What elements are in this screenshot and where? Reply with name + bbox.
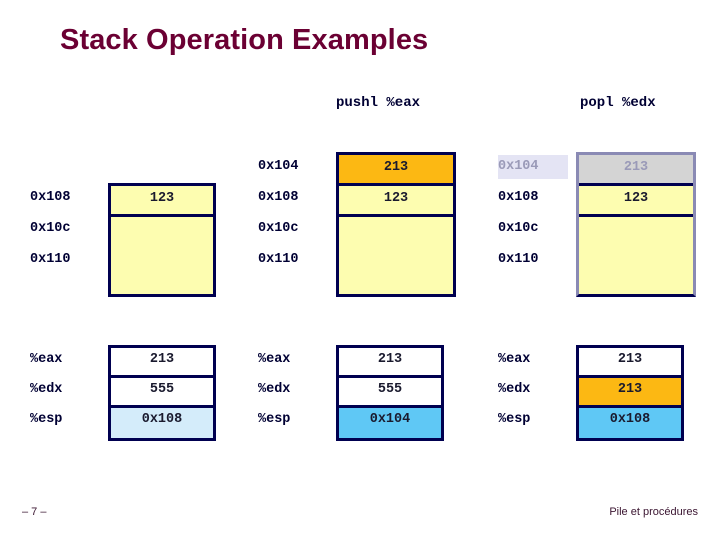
register-value-eax: 213 (111, 348, 213, 378)
address-label-0x104: 0x104 (498, 155, 568, 179)
register-box-after-push: 213 555 0x104 (336, 345, 444, 441)
stack-cell-empty-initial (111, 217, 213, 294)
stack-cell-0x104: 213 (339, 155, 453, 186)
register-value-edx: 555 (111, 378, 213, 408)
address-label-0x110: 0x110 (498, 252, 539, 267)
register-name-eax: %eax (258, 352, 291, 367)
register-value-edx: 555 (339, 378, 441, 408)
address-label-0x108: 0x108 (498, 190, 539, 205)
register-box-after-pop: 213 213 0x108 (576, 345, 684, 441)
stack-cell-0x104-popped: 213 (579, 155, 693, 186)
footer-section-title: Pile et procédures (609, 506, 698, 518)
register-box-initial: 213 555 0x108 (108, 345, 216, 441)
stack-diagram-after-push: 0x104 0x108 0x10c 0x110 213 123 (258, 138, 468, 298)
stack-diagram-after-pop: 0x104 0x108 0x10c 0x110 213 123 (498, 138, 708, 298)
register-name-edx: %edx (30, 382, 63, 397)
register-name-eax: %eax (498, 352, 531, 367)
stack-box-after-pop: 213 123 (576, 152, 696, 297)
register-name-edx: %edx (258, 382, 291, 397)
register-value-edx: 213 (579, 378, 681, 408)
address-label-0x10c: 0x10c (30, 221, 71, 236)
page-title: Stack Operation Examples (60, 24, 429, 56)
stack-box-initial: 123 (108, 183, 216, 297)
register-name-eax: %eax (30, 352, 63, 367)
operation-label-pushl: pushl %eax (336, 95, 421, 111)
register-value-esp: 0x104 (339, 408, 441, 438)
register-value-esp: 0x108 (111, 408, 213, 438)
register-name-edx: %edx (498, 382, 531, 397)
address-label-0x110: 0x110 (30, 252, 71, 267)
address-label-0x110: 0x110 (258, 252, 299, 267)
stack-cell-0x108: 123 (339, 186, 453, 217)
address-label-0x108: 0x108 (258, 190, 299, 205)
address-label-0x10c: 0x10c (258, 221, 299, 236)
stack-cell-0x108: 123 (579, 186, 693, 217)
stack-cell-0x108: 123 (111, 186, 213, 217)
register-value-eax: 213 (579, 348, 681, 378)
stack-box-after-push: 213 123 (336, 152, 456, 297)
register-name-esp: %esp (258, 412, 291, 427)
address-label-0x10c: 0x10c (498, 221, 539, 236)
register-name-esp: %esp (30, 412, 63, 427)
register-name-esp: %esp (498, 412, 531, 427)
stack-cell-empty-after-push (339, 217, 453, 294)
address-label-0x108: 0x108 (30, 190, 71, 205)
register-value-eax: 213 (339, 348, 441, 378)
address-label-0x104: 0x104 (258, 159, 299, 174)
register-value-esp: 0x108 (579, 408, 681, 438)
stack-cell-empty-after-pop (579, 217, 693, 294)
operation-label-popl: popl %edx (580, 95, 656, 111)
stack-diagram-initial: 0x108 0x10c 0x110 123 (30, 138, 230, 298)
footer-page-number: – 7 – (22, 506, 47, 518)
